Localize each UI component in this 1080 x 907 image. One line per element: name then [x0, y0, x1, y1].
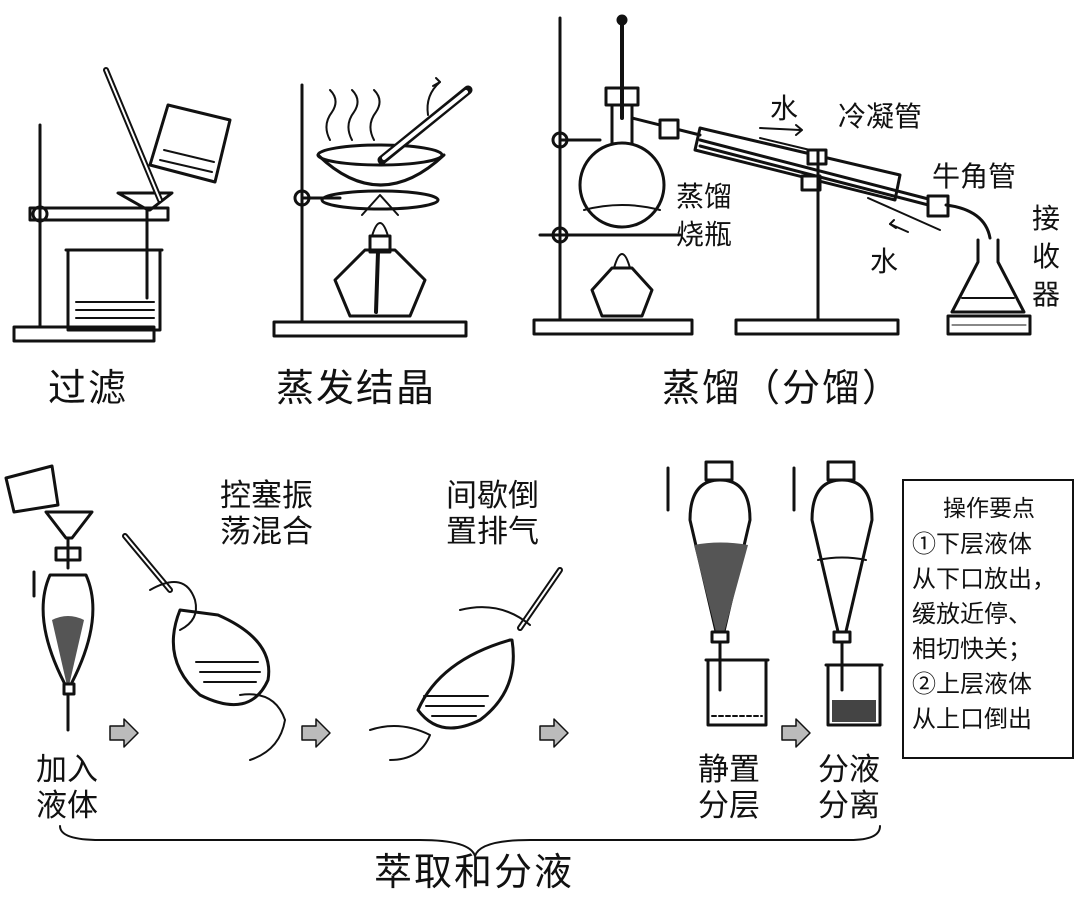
notes-box: 操作要点 ①下层液体 从下口放出， 缓放近停、 相切快关； ②上层液体 从上口倒… [902, 479, 1074, 759]
notes-title: 操作要点 [943, 496, 1035, 522]
label-step3-2: 置排气 [446, 514, 539, 550]
label-extraction-title: 萃取和分液 [374, 850, 575, 894]
notes-line: 从下口放出， [912, 565, 1056, 593]
step-arrows [109, 718, 811, 748]
label-step5-2: 分离 [818, 788, 880, 824]
step1-add-liquid [4, 464, 95, 732]
label-receiver-2: 收 [1032, 240, 1061, 273]
label-water-in: 水 [770, 92, 799, 125]
step4-settle [666, 460, 770, 727]
label-flask-2: 烧瓶 [676, 218, 733, 251]
label-flask-1: 蒸馏 [676, 180, 733, 213]
label-filtration: 过滤 [48, 366, 129, 410]
notes-line: ①下层液体 [912, 530, 1032, 558]
label-step1-1: 加入 [36, 752, 98, 788]
label-distillation: 蒸馏（分馏） [662, 366, 903, 410]
step2-shake [122, 533, 286, 761]
label-adapter: 牛角管 [932, 160, 1017, 193]
filtration-apparatus [12, 67, 232, 343]
distillation-apparatus [532, 14, 1032, 336]
notes-line: 从上口倒出 [912, 705, 1032, 733]
notes-line: 相切快关； [912, 635, 1032, 663]
label-water-out: 水 [870, 245, 899, 278]
label-receiver-3: 器 [1032, 278, 1061, 311]
notes-line: ②上层液体 [912, 670, 1032, 698]
step3-vent [369, 567, 563, 761]
label-evaporation: 蒸发结晶 [276, 366, 437, 410]
notes-line: 缓放近停、 [912, 600, 1032, 628]
label-step3-1: 间歇倒 [446, 478, 539, 514]
label-step5-1: 分液 [818, 752, 880, 788]
label-step2-1: 控塞振 [220, 478, 313, 514]
label-step4-1: 静置 [698, 752, 760, 788]
label-step4-2: 分层 [698, 788, 760, 824]
evaporation-apparatus [272, 77, 473, 338]
group-brace [59, 825, 881, 857]
label-step2-2: 荡混合 [220, 514, 313, 550]
label-receiver-1: 接 [1032, 202, 1061, 235]
label-step1-2: 液体 [36, 788, 98, 824]
step5-separate [792, 460, 884, 727]
label-condenser: 冷凝管 [838, 100, 923, 133]
